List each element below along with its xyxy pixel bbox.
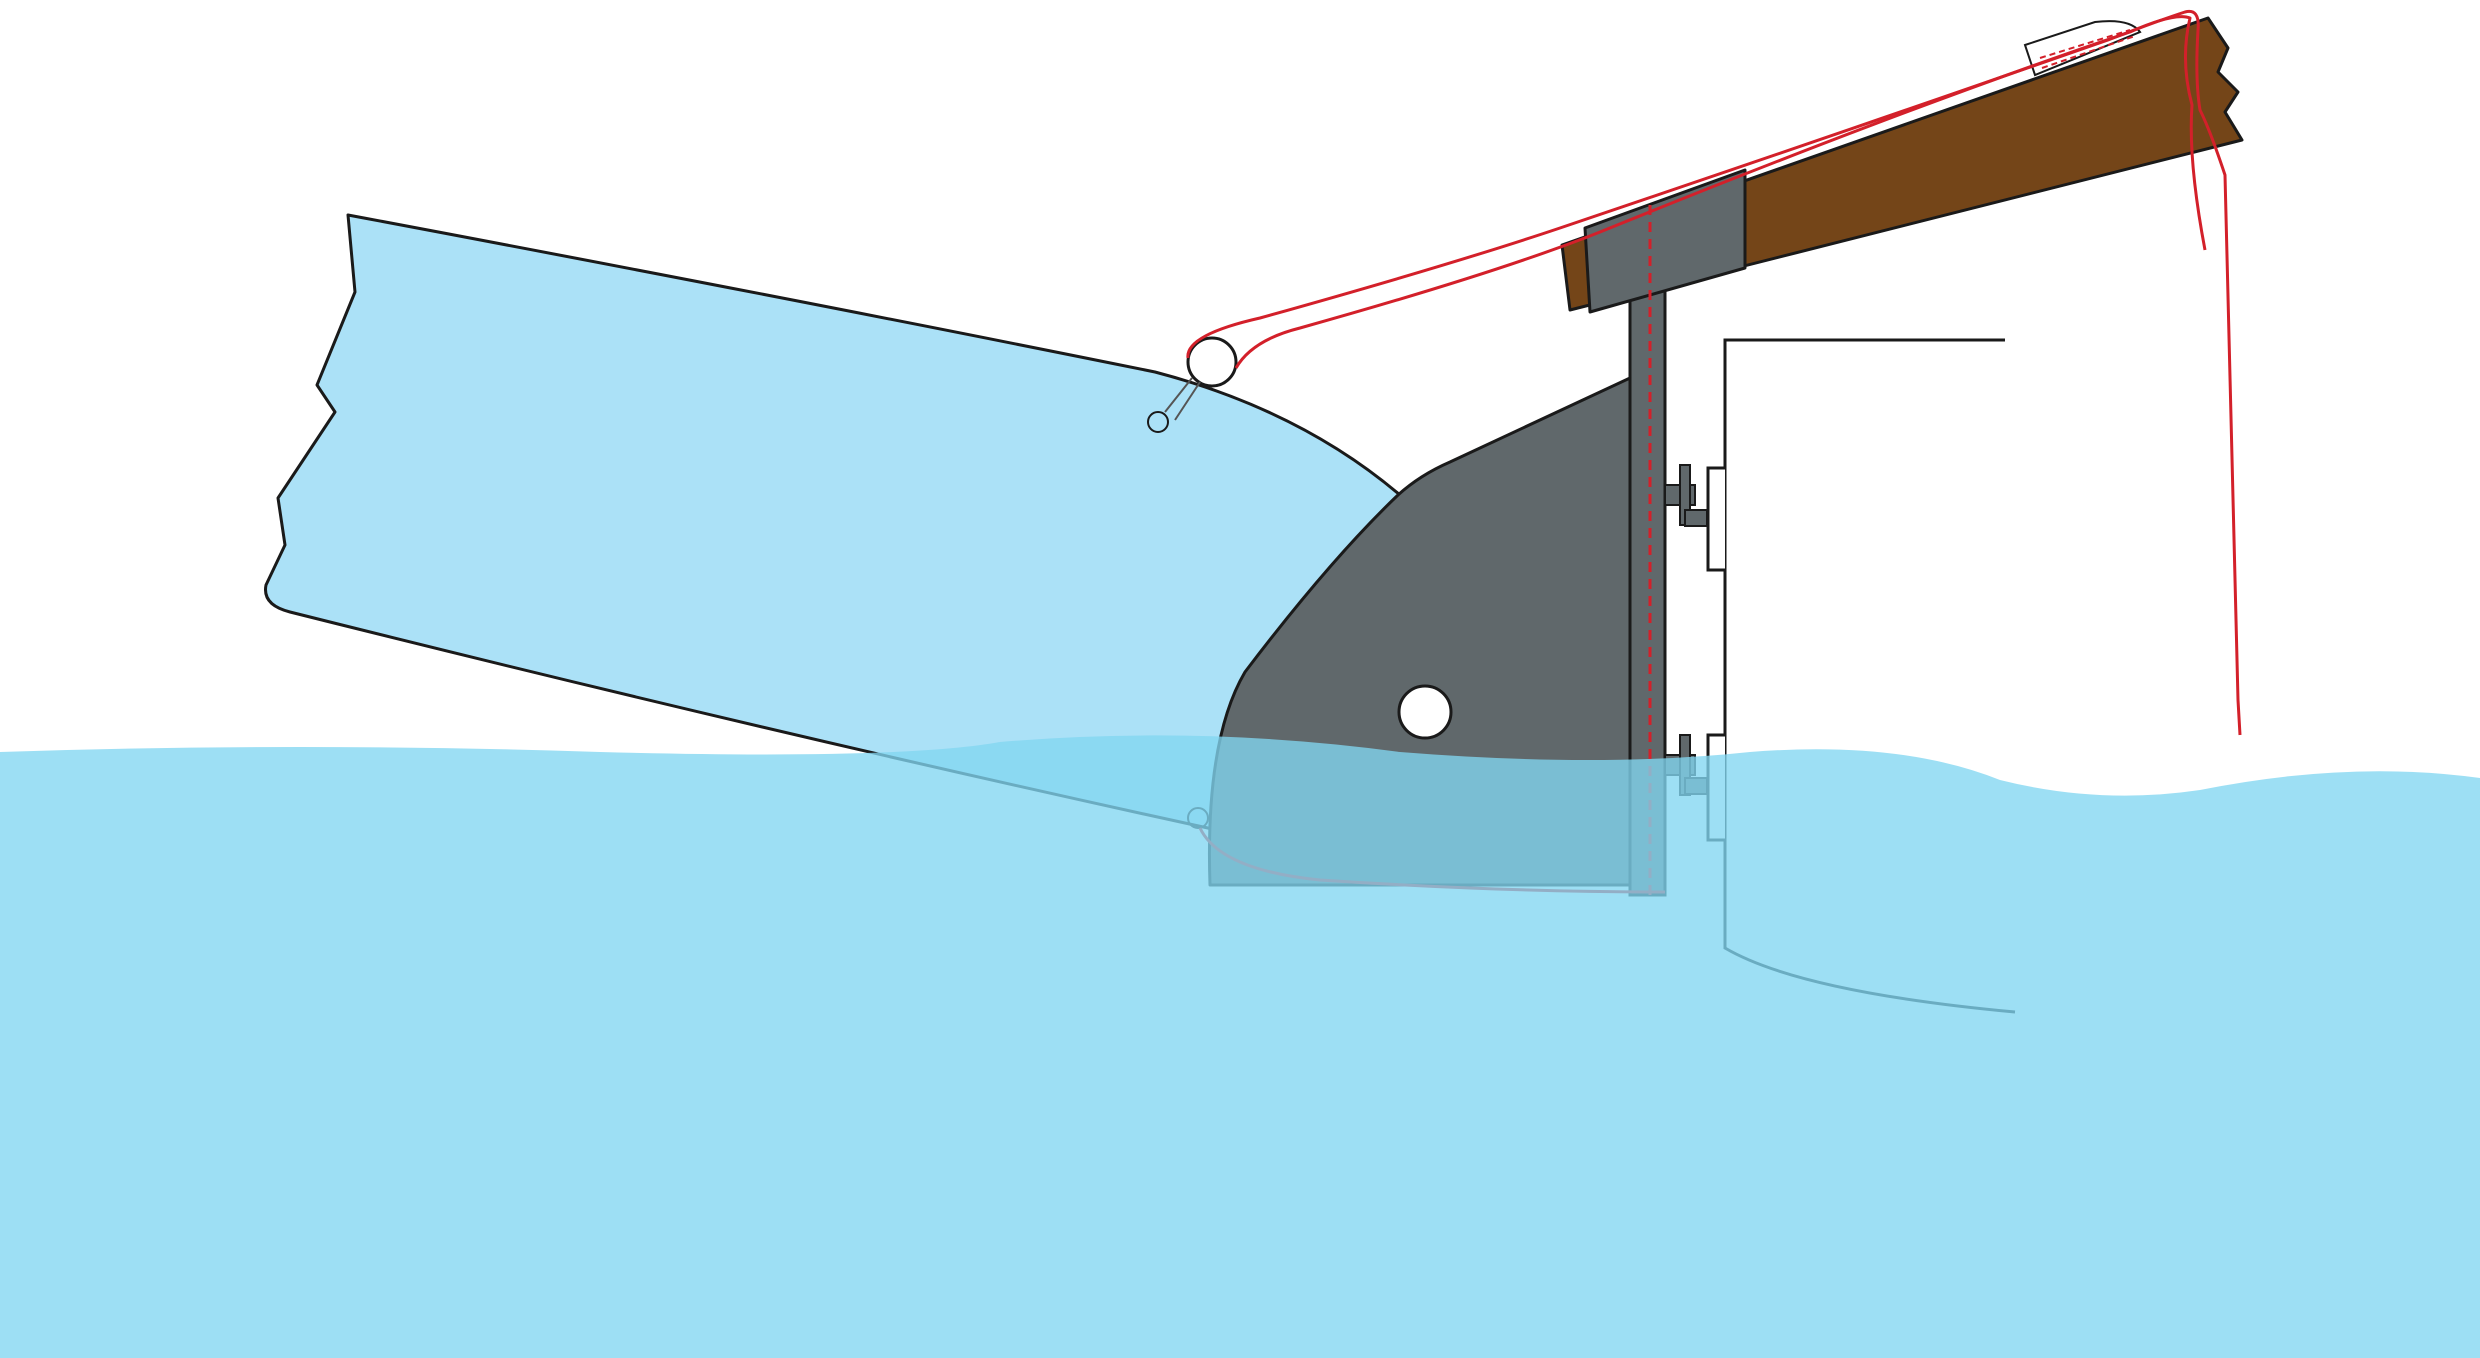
tiller-clamp <box>1583 168 1747 314</box>
pulley-strop <box>1164 377 1201 421</box>
pivot-bolt-icon <box>1397 684 1453 740</box>
cleat-line-groove <box>2039 29 2136 69</box>
upper-pintle <box>1664 464 1708 527</box>
upper-gudgeon <box>1706 466 1725 572</box>
water <box>0 735 2480 1358</box>
uphaul-fairlead-icon <box>1147 411 1169 433</box>
upper-pintle-tab <box>1684 509 1708 527</box>
pulley-sheave-icon <box>1186 336 1238 388</box>
downhaul-line <box>1234 15 2207 369</box>
